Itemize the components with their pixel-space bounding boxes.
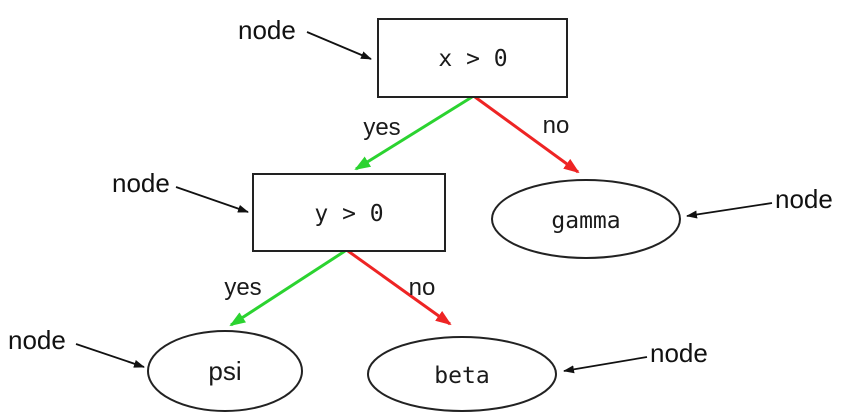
annotation-arrow-gamma: [686, 202, 773, 219]
node-branch-label: y > 0: [314, 201, 383, 227]
edge-root-yes: [354, 95, 473, 171]
node-branch-box: [252, 173, 446, 252]
annotation-label-psi: node: [8, 325, 66, 355]
edge-label-root-yes: yes: [363, 114, 400, 141]
annotation-arrow-beta: [563, 356, 648, 374]
node-beta-label: beta: [434, 363, 489, 389]
node-root-box: [377, 18, 568, 98]
edge-label-branch-no: no: [409, 274, 436, 301]
edge-label-branch-yes: yes: [224, 274, 261, 301]
node-root-label: x > 0: [438, 46, 507, 72]
edge-label-root-no: no: [543, 112, 570, 139]
annotation-arrow-branch: [175, 186, 249, 213]
annotation-arrow-psi: [75, 343, 145, 368]
annotation-arrow-root: [306, 31, 372, 60]
annotation-label-branch: node: [112, 168, 170, 198]
node-psi-label: psi: [208, 356, 241, 386]
node-gamma-ellipse: [491, 179, 681, 259]
node-psi-ellipse: [147, 330, 303, 412]
edge-branch-yes: [229, 249, 346, 327]
node-gamma-label: gamma: [551, 208, 620, 234]
annotation-label-root: node: [238, 15, 296, 45]
node-beta-ellipse: [367, 336, 557, 412]
edge-root-no: [474, 95, 580, 174]
annotation-label-beta: node: [650, 338, 708, 368]
edge-branch-no: [347, 249, 452, 326]
annotation-label-gamma: node: [775, 184, 833, 214]
